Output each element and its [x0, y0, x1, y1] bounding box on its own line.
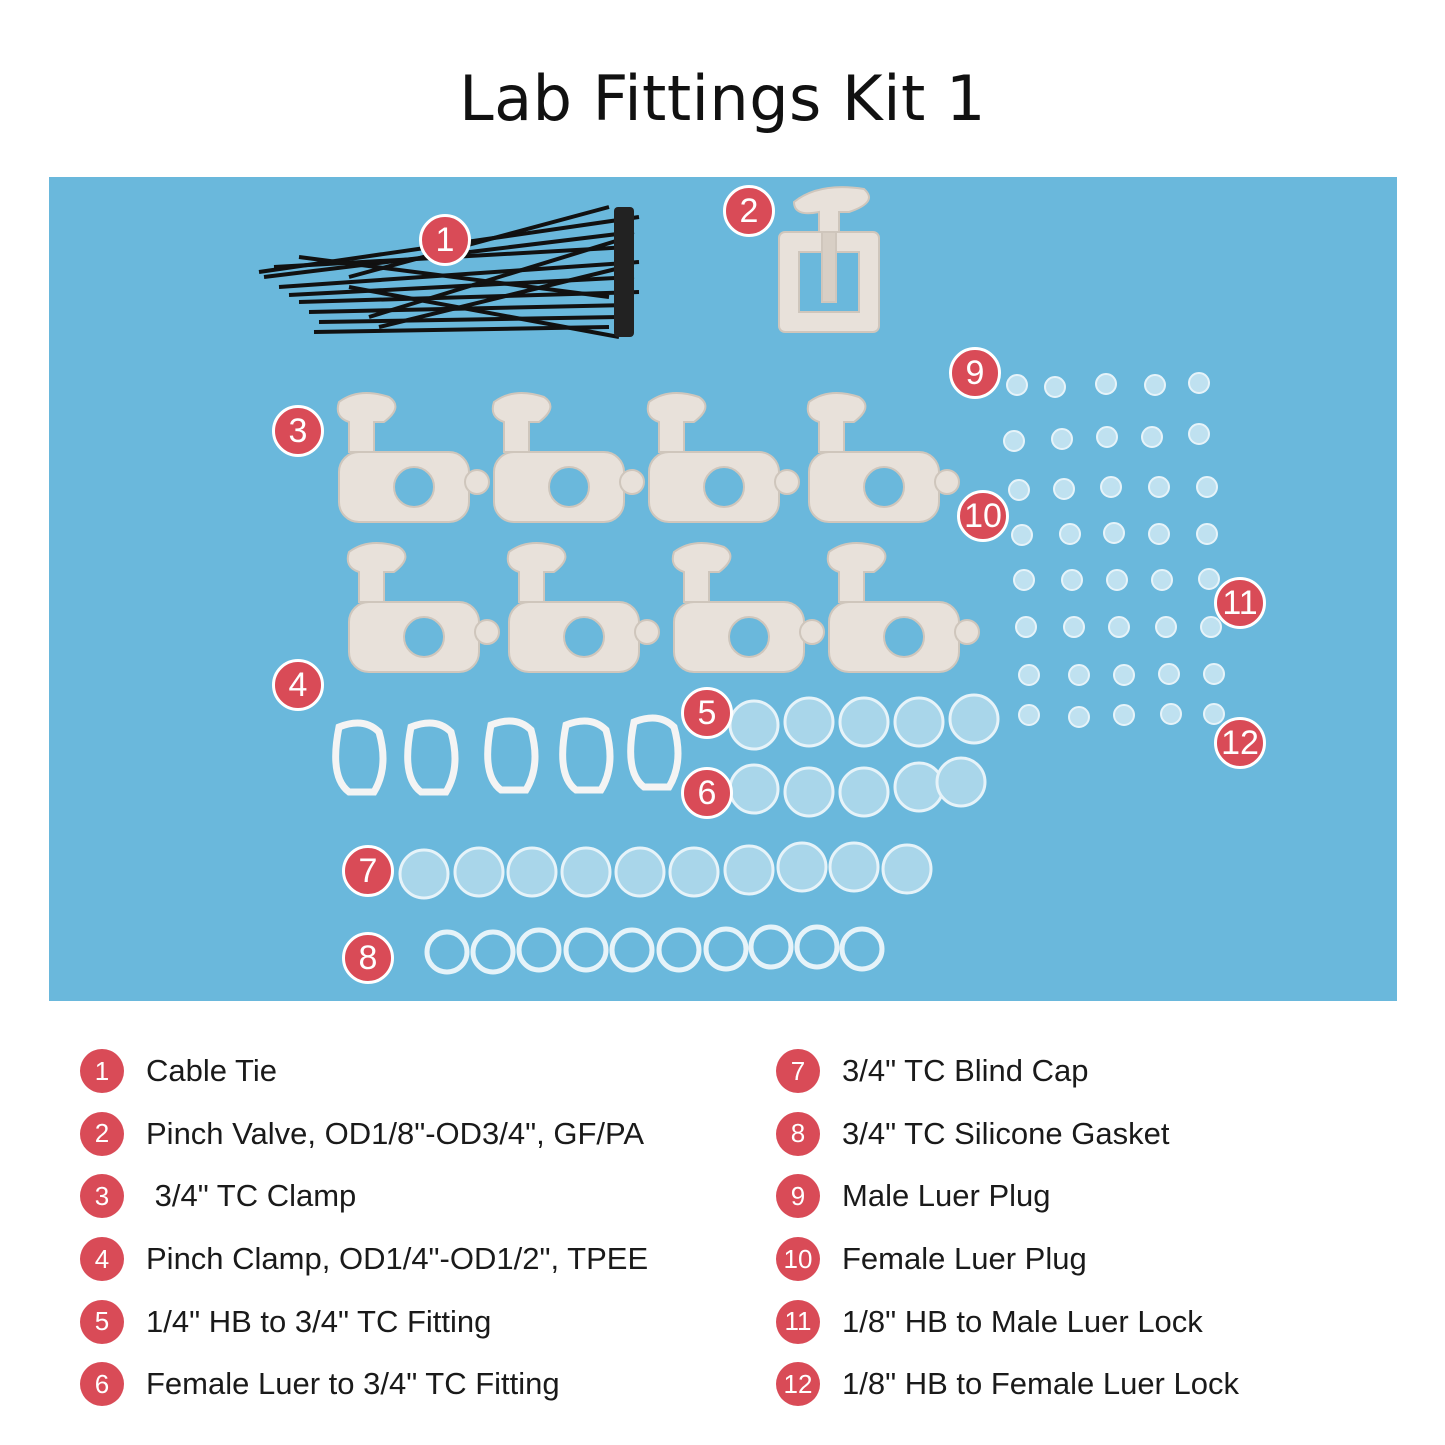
photo-badge: 4 — [272, 659, 324, 711]
legend-label: 1/4" HB to 3/4" TC Fitting — [146, 1303, 492, 1339]
parts-illustration — [258, 186, 1225, 975]
legend-number: 7 — [776, 1049, 820, 1094]
photo-badge: 10 — [957, 490, 1009, 542]
photo-badge: 3 — [272, 405, 324, 457]
legend-number: 12 — [776, 1362, 820, 1407]
legend-number: 1 — [80, 1049, 124, 1094]
photo-badge: 9 — [949, 347, 1001, 399]
pinch-clamps — [332, 714, 682, 796]
legend-label: Male Luer Plug — [842, 1178, 1051, 1214]
legend-right-column: 7 3/4" TC Blind Cap 8 3/4" TC Silicone G… — [776, 1040, 1239, 1416]
photo-badge: 11 — [1214, 577, 1266, 629]
legend-item: 2 Pinch Valve, OD1/8"-OD3/4", GF/PA — [80, 1103, 648, 1166]
photo-badge: 5 — [681, 687, 733, 739]
legend-item: 5 1/4" HB to 3/4" TC Fitting — [80, 1290, 648, 1353]
legend-label: 1/8" HB to Male Luer Lock — [842, 1303, 1203, 1339]
legend-label: Pinch Clamp, OD1/4"-OD1/2", TPEE — [146, 1241, 649, 1277]
photo-badge: 12 — [1214, 717, 1266, 769]
legend-label: 3/4" TC Silicone Gasket — [842, 1115, 1170, 1151]
legend-item: 10 Female Luer Plug — [776, 1228, 1239, 1291]
legend-number: 3 — [80, 1174, 124, 1219]
legend-item: 8 3/4" TC Silicone Gasket — [776, 1103, 1239, 1166]
legend-number: 2 — [80, 1111, 124, 1156]
legend-item: 3 3/4" TC Clamp — [80, 1165, 648, 1228]
page-title: Lab Fittings Kit 1 — [459, 62, 986, 135]
legend-item: 12 1/8" HB to Female Luer Lock — [776, 1353, 1239, 1416]
pinch-valve-shape — [778, 186, 880, 333]
legend-label: 3/4" TC Clamp — [146, 1178, 357, 1214]
legend-item: 6 Female Luer to 3/4" TC Fitting — [80, 1353, 648, 1416]
legend-label: Female Luer Plug — [842, 1241, 1087, 1277]
photo-badge: 2 — [723, 185, 775, 237]
legend-label: 1/8" HB to Female Luer Lock — [842, 1366, 1239, 1402]
legend-number: 10 — [776, 1237, 820, 1282]
photo-badge: 8 — [342, 932, 394, 984]
legend-number: 8 — [776, 1111, 820, 1156]
product-photo: 1 2 3 4 5 6 7 8 9 10 11 12 — [49, 177, 1397, 1001]
photo-badge: 7 — [342, 845, 394, 897]
legend-number: 9 — [776, 1174, 820, 1219]
legend-number: 11 — [776, 1299, 820, 1344]
legend-label: Pinch Valve, OD1/8"-OD3/4", GF/PA — [146, 1115, 645, 1151]
gaskets — [424, 924, 885, 975]
legend-number: 6 — [80, 1362, 124, 1407]
blind-caps — [398, 841, 933, 900]
legend-item: 1 Cable Tie — [80, 1040, 648, 1103]
photo-badge: 6 — [681, 767, 733, 819]
luer-plugs — [1003, 372, 1225, 728]
legend-item: 4 Pinch Clamp, OD1/4"-OD1/2", TPEE — [80, 1228, 648, 1291]
legend-number: 5 — [80, 1299, 124, 1344]
legend-item: 9 Male Luer Plug — [776, 1165, 1239, 1228]
photo-badge: 1 — [419, 214, 471, 266]
cable-tie-bundle — [258, 205, 640, 339]
legend-number: 4 — [80, 1237, 124, 1282]
tc-fittings — [728, 693, 1000, 818]
legend-item: 7 3/4" TC Blind Cap — [776, 1040, 1239, 1103]
legend-item: 11 1/8" HB to Male Luer Lock — [776, 1290, 1239, 1353]
legend-left-column: 1 Cable Tie 2 Pinch Valve, OD1/8"-OD3/4"… — [80, 1040, 648, 1416]
tc-clamps — [336, 392, 980, 673]
legend-label: Cable Tie — [146, 1053, 277, 1089]
legend-label: 3/4" TC Blind Cap — [842, 1053, 1089, 1089]
legend-label: Female Luer to 3/4" TC Fitting — [146, 1366, 560, 1402]
